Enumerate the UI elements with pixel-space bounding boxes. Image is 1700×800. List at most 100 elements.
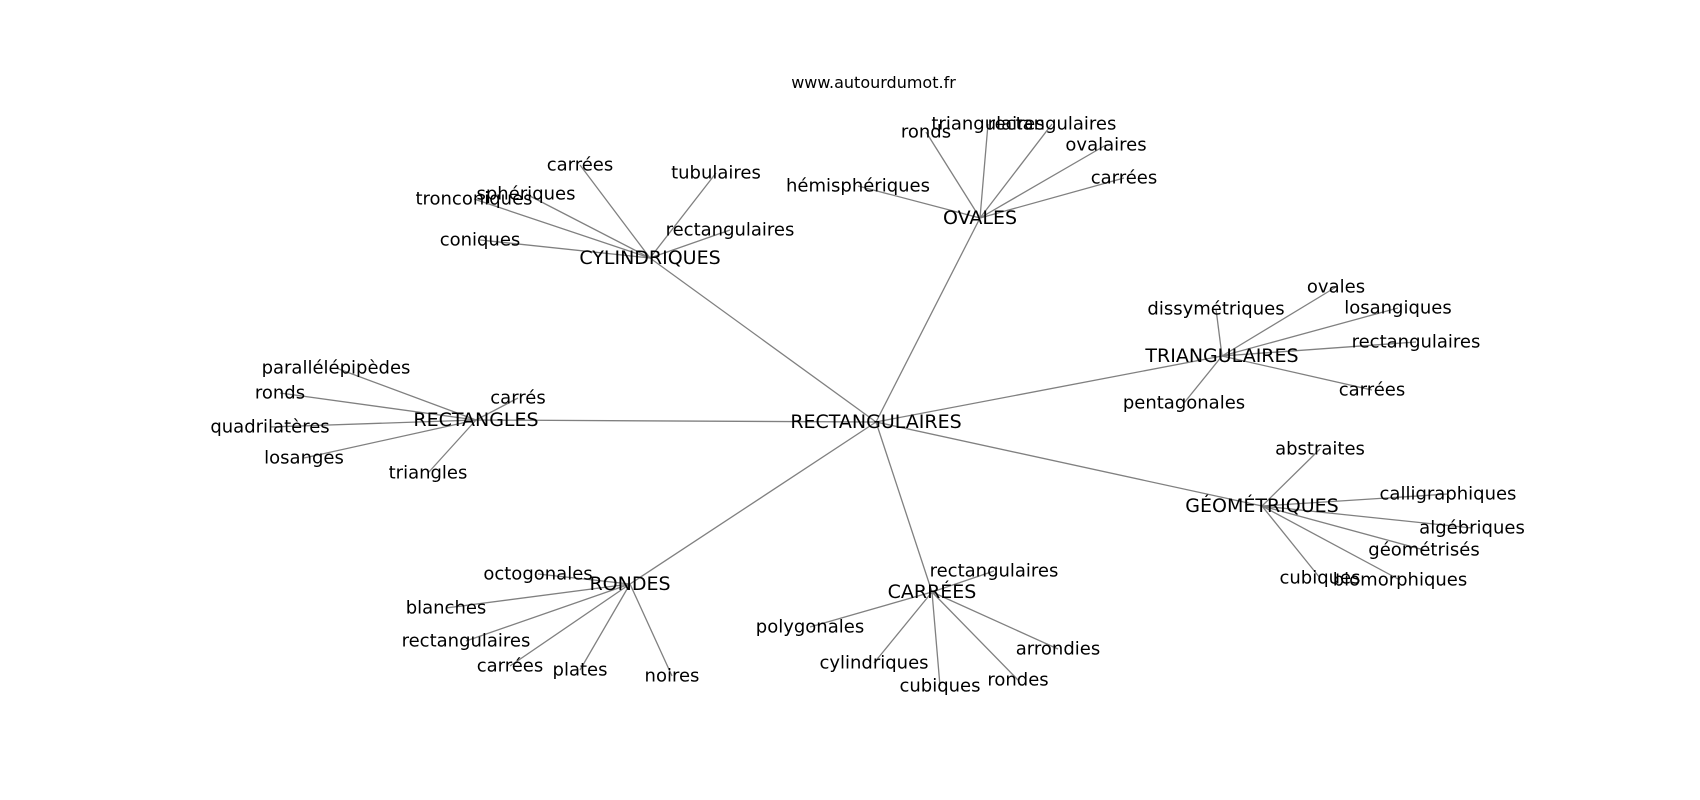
leaf-node: rectangulaires xyxy=(988,114,1117,135)
edge-hub-leaf xyxy=(579,164,651,259)
hub-node: RONDES xyxy=(589,573,670,595)
leaf-node: parallélépipèdes xyxy=(262,358,411,379)
leaf-node: losanges xyxy=(264,448,344,469)
edge-hub-leaf xyxy=(925,131,981,219)
leaf-node: cylindriques xyxy=(819,653,928,674)
leaf-node: calligraphiques xyxy=(1380,484,1517,505)
edge-hub-leaf xyxy=(931,591,941,687)
edge-hub-leaf xyxy=(303,419,477,459)
edge-center-hub xyxy=(875,217,981,423)
leaf-node: carrées xyxy=(1339,380,1406,401)
edge-hub-leaf xyxy=(473,198,651,259)
edge-center-hub xyxy=(475,419,877,423)
edge-hub-leaf xyxy=(269,419,477,428)
edge-center-hub xyxy=(875,421,1263,507)
edge-hub-leaf xyxy=(979,123,1053,219)
edge-hub-leaf xyxy=(525,193,651,259)
center-node: RECTANGULAIRES xyxy=(790,411,961,433)
leaf-node: pentagonales xyxy=(1123,393,1245,414)
edge-hub-leaf xyxy=(445,583,631,609)
leaf-node: carrées xyxy=(547,155,614,176)
leaf-node: ronds xyxy=(901,122,951,143)
edge-hub-leaf xyxy=(809,591,933,628)
leaf-node: carrées xyxy=(477,656,544,677)
site-watermark: www.autourdumot.fr xyxy=(791,73,956,92)
leaf-node: géométrisés xyxy=(1368,540,1479,561)
hub-node: RECTANGLES xyxy=(413,409,538,431)
edge-hub-leaf xyxy=(1261,505,1321,579)
leaf-node: carrées xyxy=(1091,168,1158,189)
edge-hub-leaf xyxy=(509,583,631,667)
edge-hub-leaf xyxy=(857,185,981,219)
leaf-node: octogonales xyxy=(483,564,592,585)
edge-hub-leaf xyxy=(649,172,717,259)
leaf-node: rondes xyxy=(987,670,1048,691)
leaf-node: triangles xyxy=(389,463,468,484)
edge-center-hub xyxy=(875,421,933,593)
leaf-node: losangiques xyxy=(1344,298,1452,319)
edge-hub-leaf xyxy=(979,144,1107,219)
leaf-node: abstraites xyxy=(1275,439,1365,460)
leaf-node: ronds xyxy=(255,383,305,404)
leaf-node: biomorphiques xyxy=(1333,570,1468,591)
leaf-node: rectangulaires xyxy=(930,561,1059,582)
edge-hub-leaf xyxy=(979,123,989,219)
edge-hub-leaf xyxy=(979,177,1125,219)
leaf-node: quadrilatères xyxy=(210,417,329,438)
edge-hub-leaf xyxy=(427,419,477,474)
leaf-node: cubiques xyxy=(899,676,980,697)
edge-hub-leaf xyxy=(931,570,995,593)
edge-hub-leaf xyxy=(1215,308,1223,357)
edge-hub-leaf xyxy=(649,229,731,259)
hub-node: CYLINDRIQUES xyxy=(579,247,720,269)
leaf-node: rectangulaires xyxy=(1352,332,1481,353)
edge-hub-leaf xyxy=(1261,448,1321,507)
edge-hub-leaf xyxy=(1261,505,1473,529)
leaf-node: dissymétriques xyxy=(1147,299,1284,320)
hub-node: OVALES xyxy=(943,207,1017,229)
edge-hub-leaf xyxy=(931,591,1059,650)
leaf-node: tubulaires xyxy=(671,163,761,184)
edge-hub-leaf xyxy=(931,591,1019,681)
edge-hub-leaf xyxy=(1221,307,1399,357)
leaf-node: noires xyxy=(645,666,700,687)
edge-hub-leaf xyxy=(579,583,631,671)
hub-node: CARRÉES xyxy=(888,580,977,603)
leaf-node: algébriques xyxy=(1419,518,1525,539)
leaf-node: hémisphériques xyxy=(786,176,930,197)
leaf-node: ovalaires xyxy=(1065,135,1146,156)
graph-labels: RECTANGULAIRESOVALESrondstriangulairesre… xyxy=(210,114,1524,697)
leaf-node: coniques xyxy=(440,230,521,251)
leaf-node: plates xyxy=(553,660,608,681)
edge-hub-leaf xyxy=(1221,355,1373,391)
edge-hub-leaf xyxy=(1261,505,1401,581)
hub-node: TRIANGULAIRES xyxy=(1144,345,1298,367)
leaf-node: blanches xyxy=(406,598,487,619)
edge-hub-leaf xyxy=(1261,493,1449,507)
leaf-node: ovales xyxy=(1307,277,1365,298)
edge-hub-leaf xyxy=(1221,341,1417,357)
edge-hub-leaf xyxy=(1183,355,1223,404)
edge-center-hub xyxy=(875,355,1223,423)
edge-center-hub xyxy=(629,421,877,585)
leaf-node: cubiques xyxy=(1279,568,1360,589)
graph-edges xyxy=(269,123,1473,687)
edge-hub-leaf xyxy=(1221,286,1337,357)
leaf-node: rectangulaires xyxy=(402,631,531,652)
edge-hub-leaf xyxy=(475,397,519,421)
edge-hub-leaf xyxy=(629,583,673,677)
edge-hub-leaf xyxy=(537,573,631,585)
edge-hub-leaf xyxy=(1261,505,1425,551)
edge-hub-leaf xyxy=(465,583,631,642)
leaf-node: arrondies xyxy=(1016,639,1100,660)
hub-node: GÉOMÉTRIQUES xyxy=(1185,494,1338,517)
leaf-node: carrés xyxy=(490,388,545,409)
edge-hub-leaf xyxy=(279,392,477,421)
leaf-node: triangulaires xyxy=(931,114,1044,135)
edge-center-hub xyxy=(649,257,877,423)
leaf-node: polygonales xyxy=(756,617,864,638)
edge-hub-leaf xyxy=(335,367,477,421)
leaf-node: tronconiques xyxy=(415,189,532,210)
leaf-node: sphériques xyxy=(477,184,576,205)
